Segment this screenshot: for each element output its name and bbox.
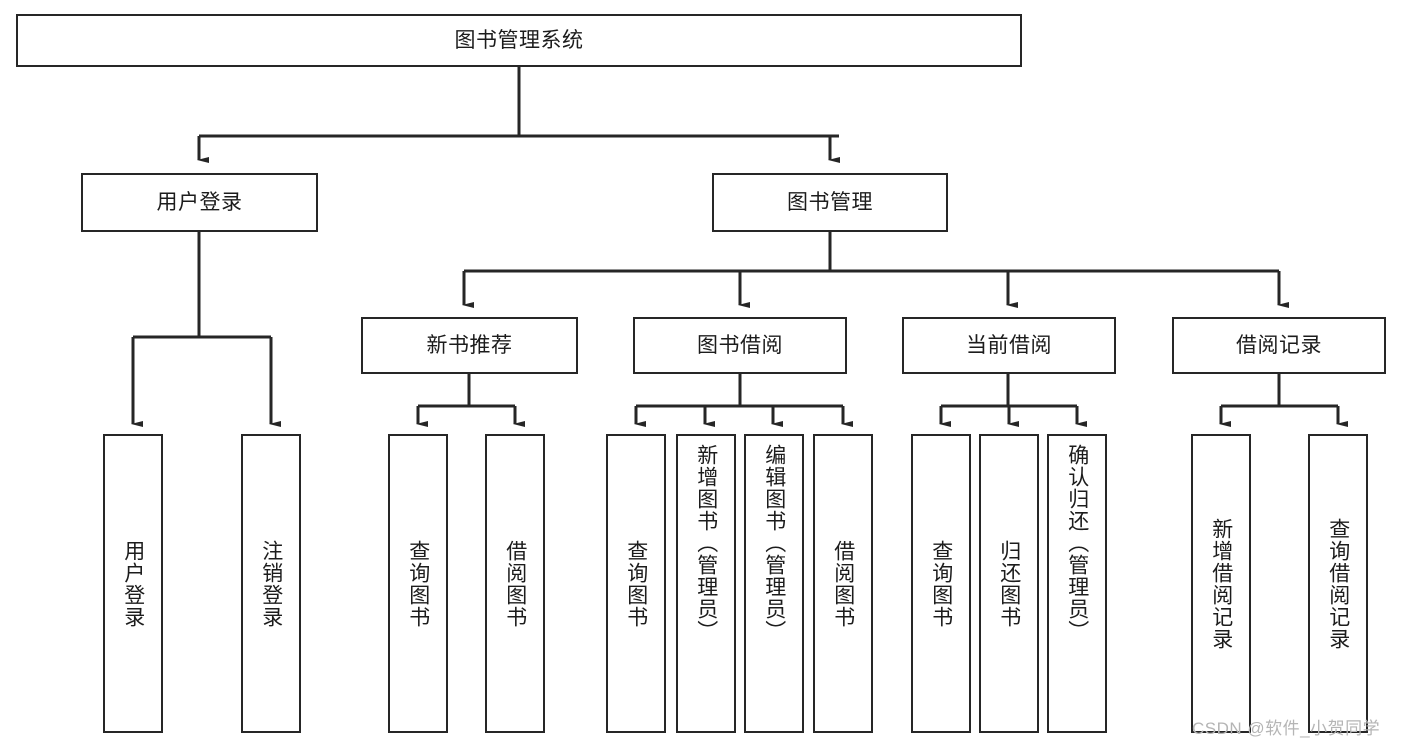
node-leaf-edit-book-label: 编辑图书（管理员）: [762, 444, 786, 642]
node-leaf-query-record[interactable]: 查询借阅记录: [1308, 434, 1368, 733]
node-user-login[interactable]: 用户登录: [81, 173, 318, 232]
node-root[interactable]: 图书管理系统: [16, 14, 1022, 67]
node-root-label: 图书管理系统: [454, 28, 584, 52]
node-leaf-query-book-3-label: 查询图书: [929, 539, 953, 628]
node-leaf-user-login-label: 用户登录: [121, 539, 145, 628]
node-leaf-borrow-book-1-label: 借阅图书: [503, 539, 527, 628]
node-leaf-borrow-book-2-label: 借阅图书: [831, 539, 855, 628]
node-leaf-add-record-label: 新增借阅记录: [1209, 517, 1233, 650]
node-user-login-label: 用户登录: [156, 190, 243, 214]
node-leaf-user-login[interactable]: 用户登录: [103, 434, 163, 733]
node-new-book-recommend-label: 新书推荐: [426, 333, 513, 357]
node-leaf-add-record[interactable]: 新增借阅记录: [1191, 434, 1251, 733]
node-leaf-add-book[interactable]: 新增图书（管理员）: [676, 434, 736, 733]
node-leaf-return-book-label: 归还图书: [997, 539, 1021, 628]
node-book-manage-label: 图书管理: [787, 190, 873, 214]
node-new-book-recommend[interactable]: 新书推荐: [361, 317, 578, 374]
node-leaf-query-book-1-label: 查询图书: [406, 539, 430, 628]
node-leaf-query-record-label: 查询借阅记录: [1326, 517, 1350, 650]
node-leaf-edit-book[interactable]: 编辑图书（管理员）: [744, 434, 804, 733]
node-leaf-borrow-book-2[interactable]: 借阅图书: [813, 434, 873, 733]
node-borrow-record-label: 借阅记录: [1236, 333, 1322, 357]
node-leaf-borrow-book-1[interactable]: 借阅图书: [485, 434, 545, 733]
node-book-borrow[interactable]: 图书借阅: [633, 317, 847, 374]
node-book-manage[interactable]: 图书管理: [712, 173, 948, 232]
node-current-borrow[interactable]: 当前借阅: [902, 317, 1116, 374]
node-leaf-query-book-2[interactable]: 查询图书: [606, 434, 666, 733]
csdn-watermark: CSDN @软件_小贺同学: [1192, 719, 1381, 738]
node-borrow-record[interactable]: 借阅记录: [1172, 317, 1386, 374]
node-leaf-user-logout[interactable]: 注销登录: [241, 434, 301, 733]
node-leaf-return-book[interactable]: 归还图书: [979, 434, 1039, 733]
node-current-borrow-label: 当前借阅: [966, 333, 1052, 357]
node-leaf-add-book-label: 新增图书（管理员）: [694, 444, 718, 642]
node-leaf-confirm-return[interactable]: 确认归还（管理员）: [1047, 434, 1107, 733]
node-leaf-user-logout-label: 注销登录: [259, 539, 283, 628]
node-book-borrow-label: 图书借阅: [697, 333, 783, 357]
node-leaf-query-book-1[interactable]: 查询图书: [388, 434, 448, 733]
node-leaf-confirm-return-label: 确认归还（管理员）: [1065, 444, 1089, 642]
node-leaf-query-book-3[interactable]: 查询图书: [911, 434, 971, 733]
node-leaf-query-book-2-label: 查询图书: [624, 539, 648, 628]
